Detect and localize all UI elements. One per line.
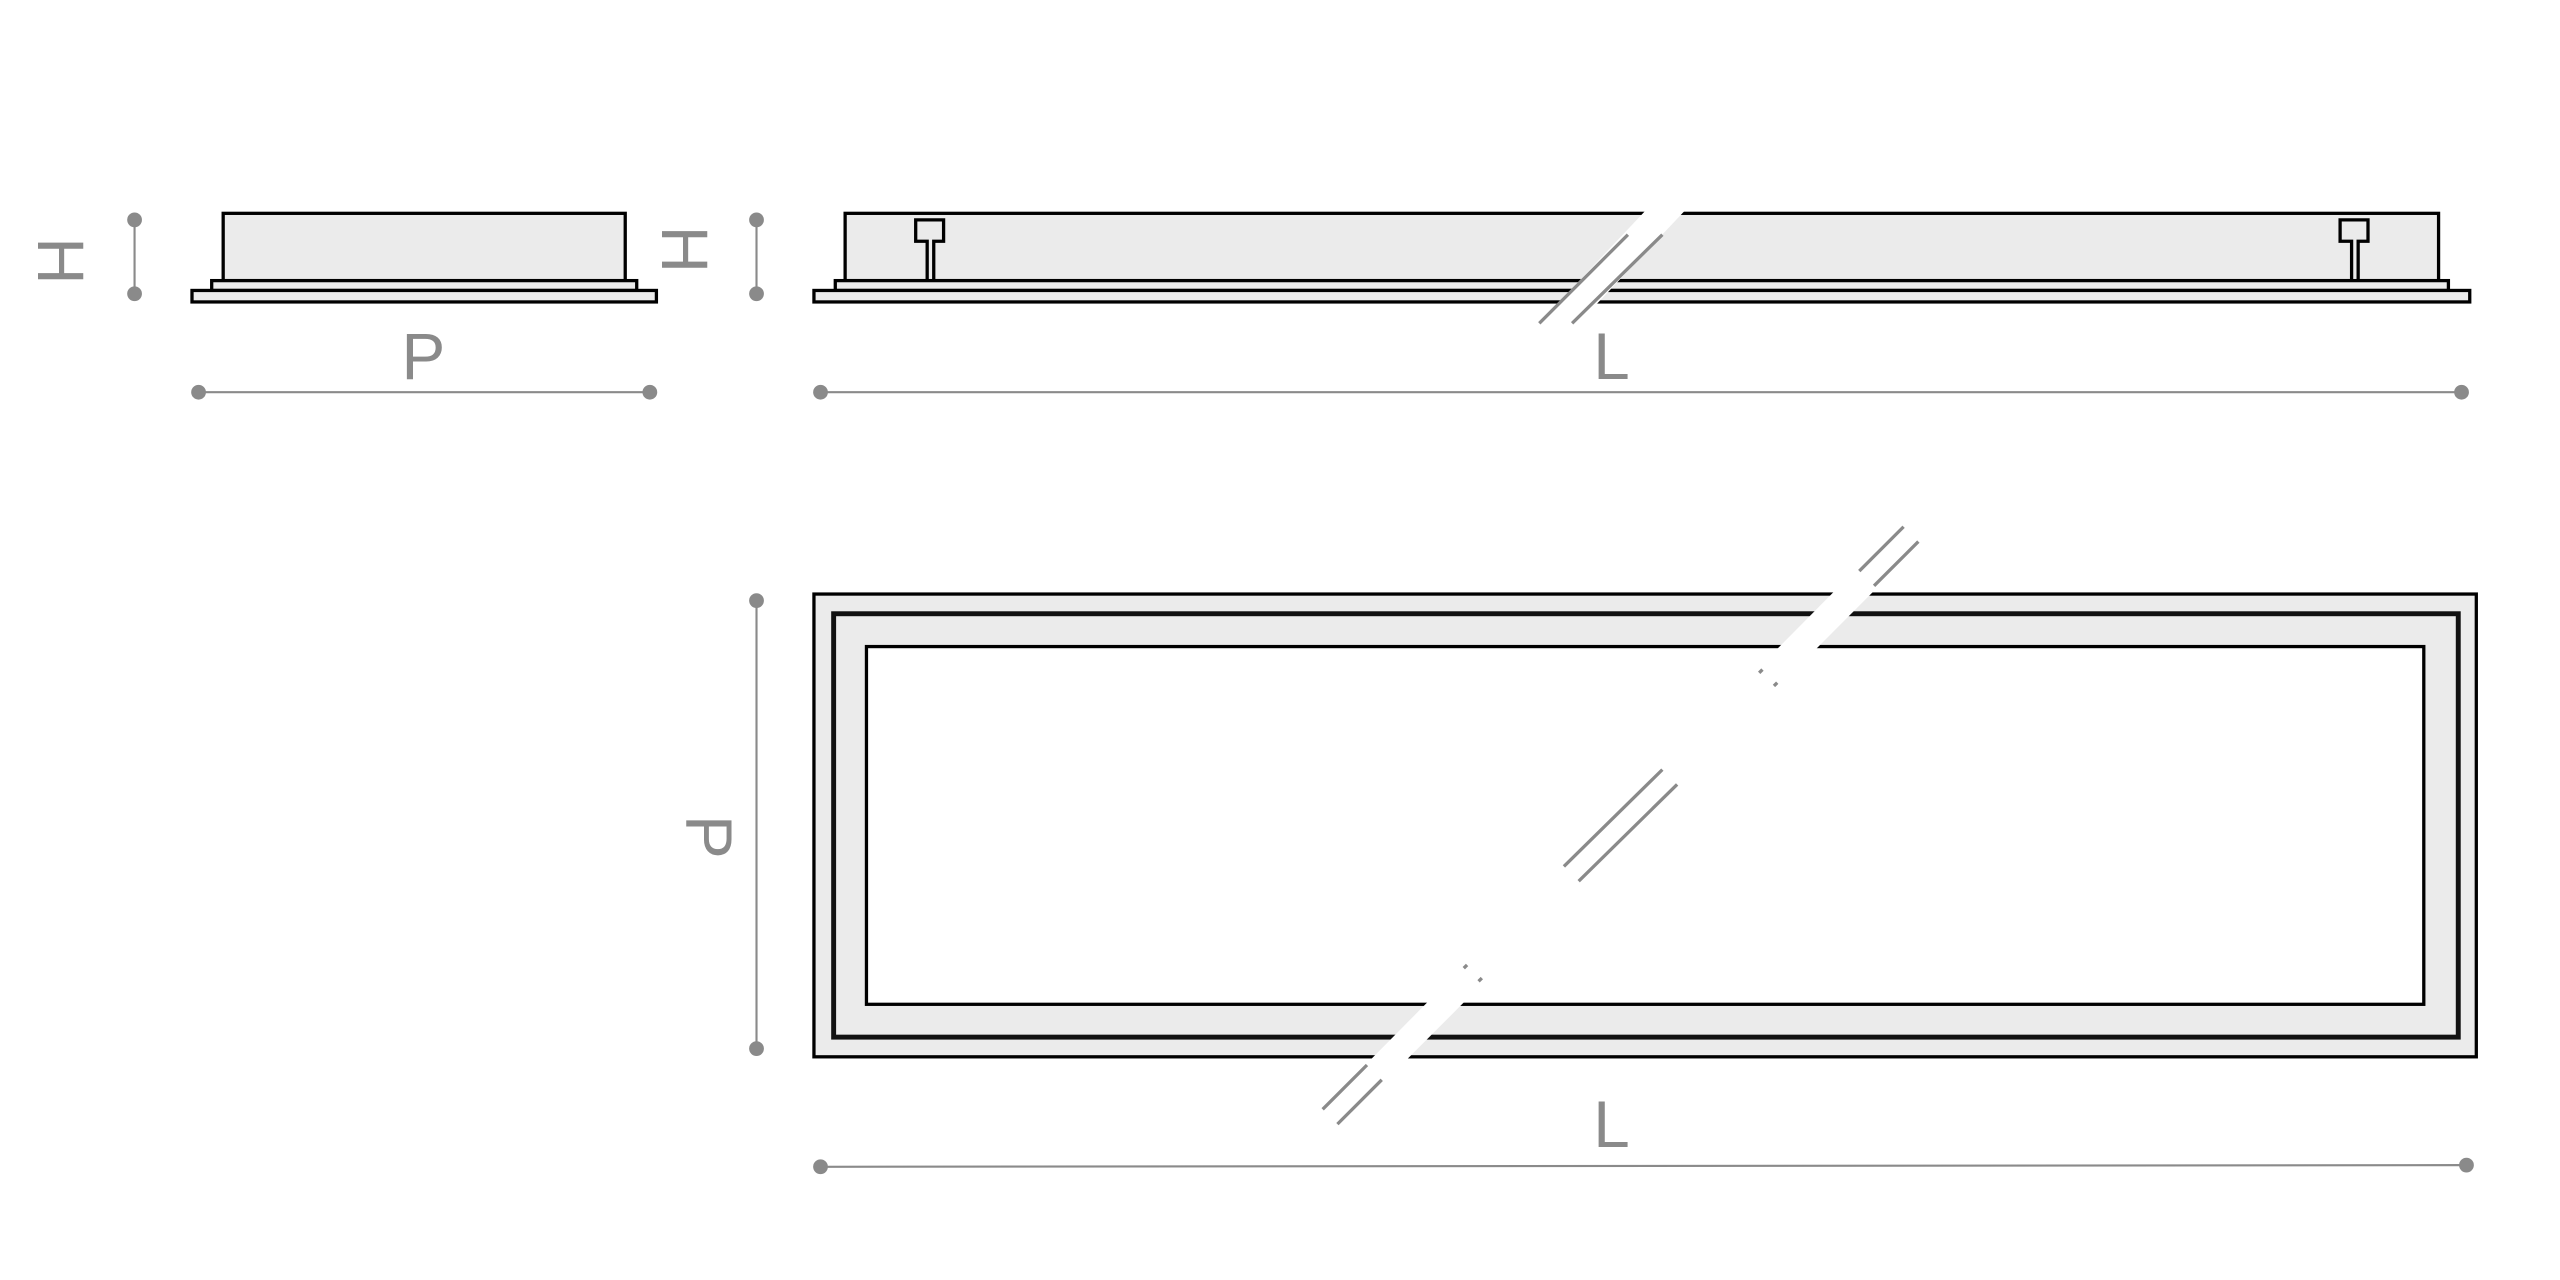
break-mark: [1536, 208, 1687, 327]
length-label: L: [1593, 1088, 1630, 1161]
length-label: L: [1593, 320, 1630, 393]
height-dimension: H: [24, 212, 142, 302]
length-dimension: L: [813, 1088, 2474, 1175]
housing-base: [812, 288, 2472, 304]
depth-label: P: [401, 320, 445, 393]
side-view-length: H L: [648, 208, 2472, 400]
housing-base: [190, 288, 659, 304]
side-view-depth: H P: [24, 211, 659, 400]
height-label: H: [24, 237, 97, 284]
height-label: H: [648, 226, 721, 273]
length-dimension: L: [813, 320, 2469, 400]
housing-body: [221, 211, 627, 283]
break-mark: [1321, 525, 1920, 1126]
height-dimension: H: [648, 212, 764, 302]
plan-view: P L: [672, 525, 2478, 1175]
diffuser-panel: [864, 644, 2426, 1006]
depth-dimension: P: [672, 593, 764, 1056]
depth-label: P: [672, 815, 745, 859]
depth-dimension: P: [191, 320, 658, 400]
